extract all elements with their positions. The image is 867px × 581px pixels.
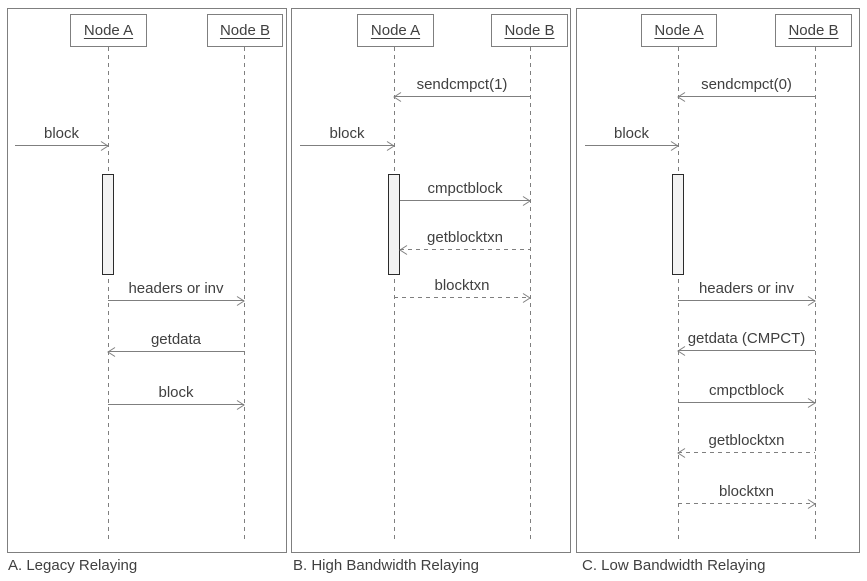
message-line: [15, 145, 108, 146]
message-label: blocktxn: [718, 483, 775, 500]
arrowhead-left-icon: [107, 346, 116, 357]
arrowhead-right-icon: [386, 140, 395, 151]
message-line: [108, 351, 244, 352]
caption-panel-b: B. High Bandwidth Relaying: [293, 557, 479, 574]
activation-bar: [388, 174, 400, 275]
arrowhead-left-icon: [393, 91, 402, 102]
message-line: [678, 300, 815, 301]
message-label: cmpctblock: [708, 382, 785, 399]
arrowhead-left-icon: [677, 447, 686, 458]
arrowhead-left-icon: [399, 244, 408, 255]
arrowhead-right-icon: [522, 292, 531, 303]
node-b-label: Node B: [788, 22, 839, 39]
message-label: sendcmpct(1): [416, 76, 508, 93]
arrowhead-right-icon: [807, 498, 816, 509]
message-cmpctblock: cmpctblock: [400, 178, 531, 206]
message-label: getdata: [150, 331, 202, 348]
message-line: [678, 96, 815, 97]
node-b-box: Node B: [775, 14, 852, 47]
node-b-lifeline: [530, 47, 531, 541]
node-a-lifeline: [108, 47, 109, 541]
node-a-label: Node A: [654, 22, 704, 39]
activation-bar: [102, 174, 114, 275]
message-line: [678, 402, 815, 403]
message-line: [394, 96, 530, 97]
message-line: [678, 350, 815, 351]
message-label: cmpctblock: [427, 180, 503, 197]
node-a-box: Node A: [357, 14, 434, 47]
message-blocktxn: blocktxn: [678, 481, 816, 509]
message-headers-or-inv: headers or inv: [108, 278, 245, 306]
message-line: [678, 503, 815, 504]
arrowhead-right-icon: [100, 140, 109, 151]
message-label: sendcmpct(0): [701, 76, 792, 93]
message-label: getblocktxn: [427, 229, 503, 246]
caption-panel-a: A. Legacy Relaying: [8, 557, 138, 574]
message-getblocktxn: getblocktxn: [399, 227, 530, 255]
arrowhead-right-icon: [807, 295, 816, 306]
message-label: block: [158, 384, 194, 401]
message-line: [400, 200, 530, 201]
message-label: block: [613, 125, 650, 142]
node-a-label: Node A: [83, 22, 134, 39]
message-line: [400, 249, 530, 250]
message-line: [678, 452, 815, 453]
caption-panel-c: C. Low Bandwidth Relaying: [582, 557, 766, 574]
node-a-lifeline: [678, 47, 679, 541]
arrowhead-right-icon: [236, 295, 245, 306]
arrowhead-right-icon: [236, 399, 245, 410]
node-a-box: Node A: [70, 14, 147, 47]
message-block-incoming: block: [300, 123, 395, 151]
node-b-lifeline: [815, 47, 816, 541]
message-block-incoming: block: [585, 123, 679, 151]
message-cmpctblock: cmpctblock: [678, 380, 816, 408]
node-b-box: Node B: [207, 14, 283, 47]
message-line: [108, 404, 244, 405]
arrowhead-right-icon: [807, 397, 816, 408]
node-a-lifeline: [394, 47, 395, 541]
panel-low-bandwidth-relaying: Node A Node B sendcmpct(0) block headers…: [576, 8, 860, 553]
arrowhead-left-icon: [677, 345, 686, 356]
message-label: headers or inv: [128, 280, 224, 297]
node-b-label: Node B: [504, 22, 555, 39]
message-block-relay: block: [108, 382, 245, 410]
node-a-label: Node A: [370, 22, 421, 39]
message-label: getdata (CMPCT): [687, 330, 806, 347]
panel-legacy-relaying: Node A Node B block headers or inv getda…: [7, 8, 287, 553]
message-sendcmpct-1: sendcmpct(1): [393, 74, 530, 102]
arrowhead-left-icon: [677, 91, 686, 102]
panel-high-bandwidth-relaying: Node A Node B sendcmpct(1) block cmpctbl…: [291, 8, 571, 553]
message-label: getblocktxn: [708, 432, 785, 449]
arrowhead-right-icon: [522, 195, 531, 206]
message-label: headers or inv: [698, 280, 795, 297]
message-line: [300, 145, 394, 146]
arrowhead-right-icon: [670, 140, 679, 151]
message-headers-or-inv: headers or inv: [678, 278, 816, 306]
node-b-lifeline: [244, 47, 245, 541]
message-blocktxn: blocktxn: [394, 275, 531, 303]
message-block-incoming: block: [15, 123, 109, 151]
message-sendcmpct-0: sendcmpct(0): [677, 74, 815, 102]
activation-bar: [672, 174, 684, 275]
node-a-box: Node A: [641, 14, 717, 47]
message-getdata-cmpct: getdata (CMPCT): [677, 328, 815, 356]
message-line: [108, 300, 244, 301]
message-getblocktxn: getblocktxn: [677, 430, 815, 458]
message-line: [585, 145, 678, 146]
message-label: block: [43, 125, 80, 142]
message-line: [394, 297, 530, 298]
message-getdata: getdata: [107, 329, 244, 357]
message-label: block: [329, 125, 365, 142]
node-b-label: Node B: [219, 22, 271, 39]
message-label: blocktxn: [434, 277, 490, 294]
node-b-box: Node B: [491, 14, 568, 47]
